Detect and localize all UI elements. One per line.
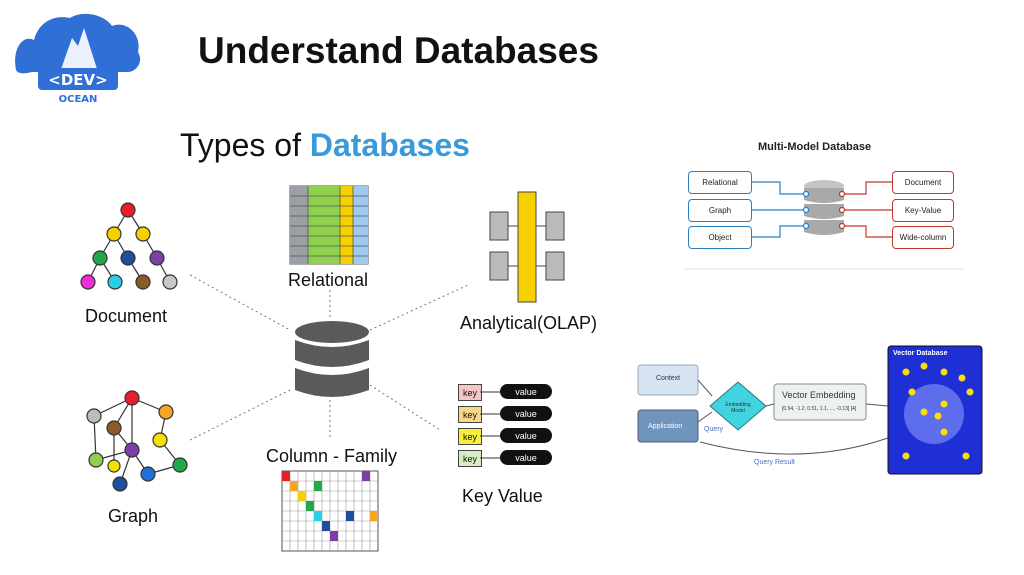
key-value-icon: key value key value key value key value	[458, 382, 558, 472]
kv-key: key	[458, 428, 482, 445]
document-tree-icon	[80, 202, 178, 290]
database-icon	[295, 321, 369, 397]
label-graph: Graph	[108, 506, 159, 526]
column-family-grid-icon	[281, 470, 379, 552]
logo-text: <DEV>	[48, 71, 107, 89]
vector-query-label: Query	[704, 426, 724, 433]
vector-values-label: [0.54, -1.2, 0.51, 1.1, ..., -0.13] [4]	[782, 406, 857, 412]
multi-model-connectors	[750, 181, 806, 238]
label-relational: Relational	[288, 270, 369, 290]
vector-db-flow	[637, 345, 983, 475]
mm-left-object: Object	[688, 226, 752, 249]
logo-subtext: OCEAN	[59, 94, 98, 105]
kv-key: key	[458, 450, 482, 467]
types-title-accent: Databases	[309, 127, 470, 163]
connector-lines	[189, 274, 469, 441]
kv-value: value	[500, 384, 552, 399]
types-title-prefix: Types of	[180, 127, 301, 163]
mm-right-wide-column: Wide-column	[892, 226, 954, 249]
mm-left-relational: Relational	[688, 171, 752, 194]
kv-key: key	[458, 406, 482, 423]
vector-context-label: Context	[656, 375, 681, 382]
types-title: Types of Databases	[180, 127, 470, 164]
vector-embedding-label: Vector Embedding	[782, 390, 856, 400]
vector-query-result-label: Query Result	[754, 459, 795, 466]
vector-database-label: Vector Database	[893, 350, 948, 357]
page-title: Understand Databases	[198, 30, 599, 71]
multi-model-title: Multi-Model Database	[758, 141, 872, 153]
mm-left-graph: Graph	[688, 199, 752, 222]
mm-right-key-value: Key-Value	[892, 199, 954, 222]
relational-table-icon	[289, 185, 369, 265]
kv-arrows	[480, 391, 500, 459]
vector-application-label: Application	[648, 423, 683, 430]
dev-ocean-logo: <DEV> OCEAN	[8, 10, 146, 106]
label-document: Document	[85, 306, 168, 326]
label-column-family: Column - Family	[266, 446, 398, 466]
label-key-value: Key Value	[462, 486, 543, 506]
mm-right-document: Document	[892, 171, 954, 194]
graph-network-icon	[86, 390, 188, 492]
kv-key: key	[458, 384, 482, 401]
label-analytical: Analytical(OLAP)	[460, 313, 598, 333]
olap-icon	[489, 191, 565, 303]
kv-value: value	[500, 428, 552, 443]
vector-embedding-model-label: Embedding Model	[725, 402, 751, 414]
multi-model-db-icon	[804, 180, 844, 235]
kv-value: value	[500, 450, 552, 465]
kv-value: value	[500, 406, 552, 421]
